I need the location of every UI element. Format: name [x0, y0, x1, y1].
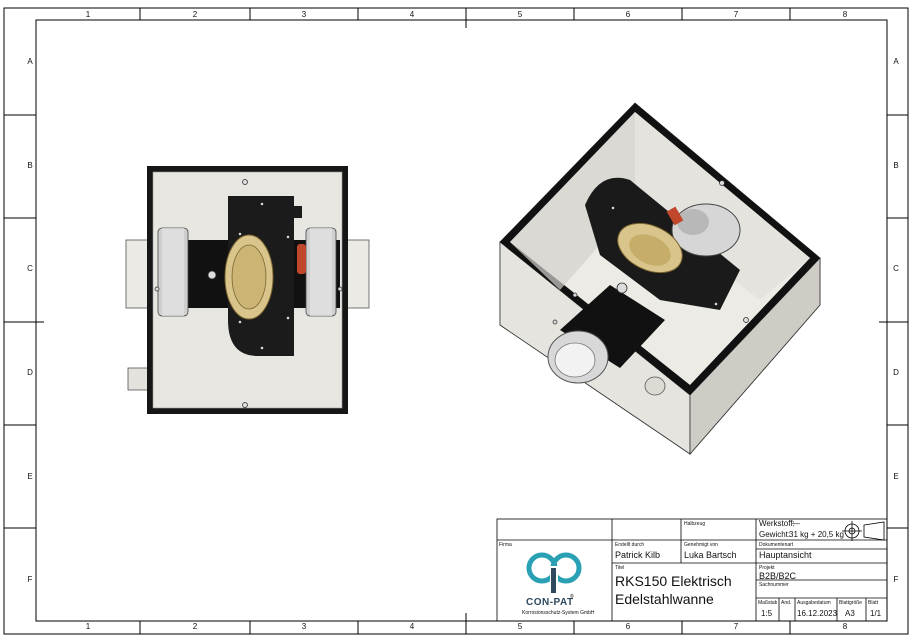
- titel-line-2: Edelstahlwanne: [615, 591, 714, 607]
- erstellt-label: Erstellt durch: [615, 542, 645, 548]
- projection-symbol-icon: [842, 521, 885, 541]
- iso-drain: [644, 376, 666, 396]
- row-label: A: [27, 57, 33, 66]
- blattgroesse-label: Blattgröße: [839, 600, 863, 606]
- column-label: 4: [409, 10, 415, 19]
- row-label: C: [893, 264, 899, 273]
- werkstoff-value: —: [792, 519, 800, 528]
- row-label: D: [27, 368, 33, 377]
- row-label: D: [893, 368, 899, 377]
- aend-label: Änd.: [781, 600, 792, 606]
- column-label: 5: [517, 10, 523, 19]
- massstab-label: Maßstab: [758, 600, 778, 606]
- column-label: 3: [301, 622, 307, 631]
- column-label: 7: [733, 622, 739, 631]
- red-element: [297, 244, 306, 274]
- outer-border: [3, 7, 909, 635]
- row-label: A: [893, 57, 899, 66]
- row-label: C: [27, 264, 33, 273]
- dokumentart-value: Hauptansicht: [759, 550, 812, 560]
- dokumentart-label: Dokumentenart: [759, 542, 794, 548]
- erstellt-value: Patrick Kilb: [615, 550, 661, 560]
- title-block-grid: [496, 518, 888, 622]
- isometric-view: [499, 102, 821, 456]
- row-label: E: [27, 472, 33, 481]
- titel-line-1: RKS150 Elektrisch: [615, 573, 732, 589]
- halbzeug-label: Halbzeug: [684, 521, 706, 527]
- column-label: 6: [625, 10, 631, 19]
- column-label: 6: [625, 622, 631, 631]
- column-ticks: [139, 8, 791, 634]
- sachnummer-label: Sachnummer: [759, 582, 789, 588]
- blattgroesse-value: A3: [845, 609, 855, 618]
- column-label: 4: [409, 622, 415, 631]
- firma-label: Firma: [499, 542, 512, 548]
- row-label: B: [893, 161, 899, 170]
- row-label: B: [27, 161, 33, 170]
- row-label: F: [27, 575, 33, 584]
- column-label: 7: [733, 10, 739, 19]
- ausgabedatum-label: Ausgabedatum: [797, 600, 831, 606]
- top-view: [125, 166, 370, 414]
- iso-pipe: [560, 285, 665, 368]
- logo-name: CON-PAT: [526, 597, 574, 608]
- logo-sub: Korrosionsschutz-System GmbH: [522, 610, 595, 616]
- column-label: 1: [85, 622, 91, 631]
- massstab-value: 1:5: [761, 609, 773, 618]
- logo-mark: ®: [570, 594, 574, 600]
- column-label: 3: [301, 10, 307, 19]
- blatt-value: 1/1: [870, 609, 882, 618]
- genehmigt-label: Genehmigt von: [684, 542, 718, 548]
- column-label: 2: [192, 622, 198, 631]
- werkstoff-label: Werkstoff:: [759, 519, 795, 528]
- drain-stub: [127, 367, 149, 391]
- blatt-label: Blatt: [868, 600, 879, 606]
- column-label: 8: [842, 10, 848, 19]
- row-label: E: [893, 472, 899, 481]
- conpat-logo-icon: [526, 552, 582, 593]
- column-label: 5: [517, 622, 523, 631]
- row-label: F: [893, 575, 899, 584]
- ausgabedatum-value: 16.12.2023: [797, 609, 838, 618]
- projekt-value: B2B/B2C: [759, 571, 797, 581]
- inner-frame: [35, 19, 888, 622]
- row-ticks: [4, 114, 908, 529]
- projekt-label: Projekt: [759, 565, 775, 571]
- genehmigt-value: Luka Bartsch: [684, 550, 737, 560]
- column-label: 1: [85, 10, 91, 19]
- gewicht-value: 31 kg + 20,5 kg: [789, 530, 844, 539]
- titel-label: Titel: [615, 565, 625, 571]
- column-label: 8: [842, 622, 848, 631]
- gewicht-label: Gewicht:: [759, 530, 791, 539]
- column-label: 2: [192, 10, 198, 19]
